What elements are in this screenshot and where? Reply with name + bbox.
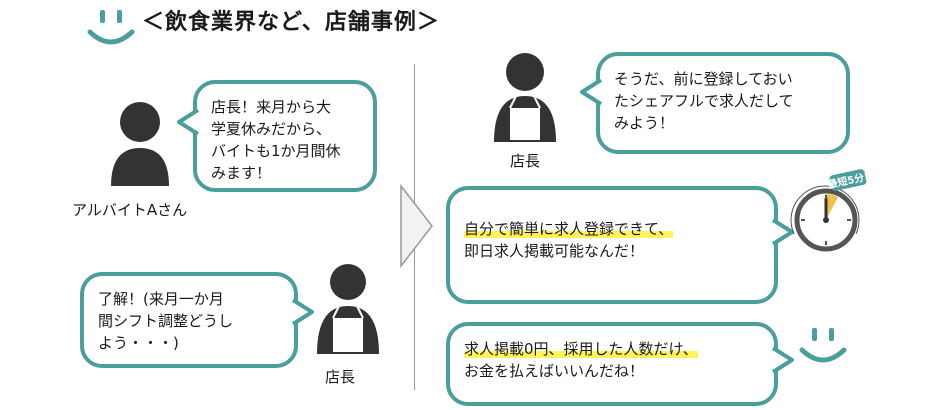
bubble-line: 即日求人掲載可能なんだ！ bbox=[464, 242, 645, 260]
bubble-line: みよう！ bbox=[614, 114, 675, 132]
bubble-tail bbox=[580, 78, 602, 106]
bubble-line-highlighted: 求人掲載0円、採用した人数だけ、 bbox=[464, 338, 760, 360]
bubble-line: 店長！来月から大 bbox=[211, 98, 332, 116]
bubble-line: みます！ bbox=[211, 164, 272, 182]
benefit-bubble-2: 求人掲載0円、採用した人数だけ、 お金を払えばいいんだね！ bbox=[446, 322, 794, 406]
arrow-right-icon bbox=[400, 184, 433, 268]
bubble-line: お金を払えばいいんだね！ bbox=[464, 362, 645, 380]
bubble-line: 了解！(来月一か月 bbox=[98, 290, 224, 308]
bubble-line: よう・・・) bbox=[98, 334, 179, 352]
clock-icon: 最短5分! bbox=[790, 169, 870, 252]
staff-a-label: アルバイトAさん bbox=[72, 201, 188, 219]
benefit-bubble-1: 自分で簡単に求人登録できて、 即日求人掲載可能なんだ！ bbox=[446, 186, 794, 304]
apron-person-icon bbox=[317, 264, 379, 354]
bubble-tail bbox=[772, 218, 794, 246]
bubble-line: 学夏休みだから、 bbox=[211, 120, 332, 138]
person-icon bbox=[111, 102, 169, 186]
bubble-tail bbox=[177, 108, 199, 136]
manager-label-left: 店長 bbox=[325, 368, 356, 386]
bubble-line: バイトも1か月間休 bbox=[211, 142, 341, 160]
manager-reply-bubble: 了解！(来月一か月 間シフト調整どうし よう・・・) bbox=[80, 272, 314, 368]
page-title: ＜飲食業界など、店舗事例＞ bbox=[142, 10, 440, 35]
bubble-tail bbox=[772, 346, 794, 374]
manager-label-right: 店長 bbox=[510, 152, 541, 170]
bubble-line-highlighted: 自分で簡単に求人登録できて、 bbox=[464, 218, 760, 240]
smile-icon bbox=[87, 10, 135, 45]
apron-person-icon bbox=[494, 53, 556, 142]
bubble-line: そうだ、前に登録しておい bbox=[614, 70, 793, 88]
manager-idea-bubble: そうだ、前に登録しておい たシェアフルで求人だして みよう！ bbox=[580, 52, 850, 154]
staff-a-speech-bubble: 店長！来月から大 学夏休みだから、 バイトも1か月間休 みます！ bbox=[177, 80, 377, 192]
highlighted-text: 自分で簡単に求人登録できて、 bbox=[464, 220, 674, 238]
smile-icon bbox=[799, 328, 847, 363]
highlighted-text: 求人掲載0円、採用した人数だけ、 bbox=[464, 340, 698, 358]
bubble-line: たシェアフルで求人だして bbox=[614, 92, 794, 110]
bubble-tail bbox=[292, 298, 314, 326]
bubble-line: 間シフト調整どうし bbox=[98, 312, 234, 330]
